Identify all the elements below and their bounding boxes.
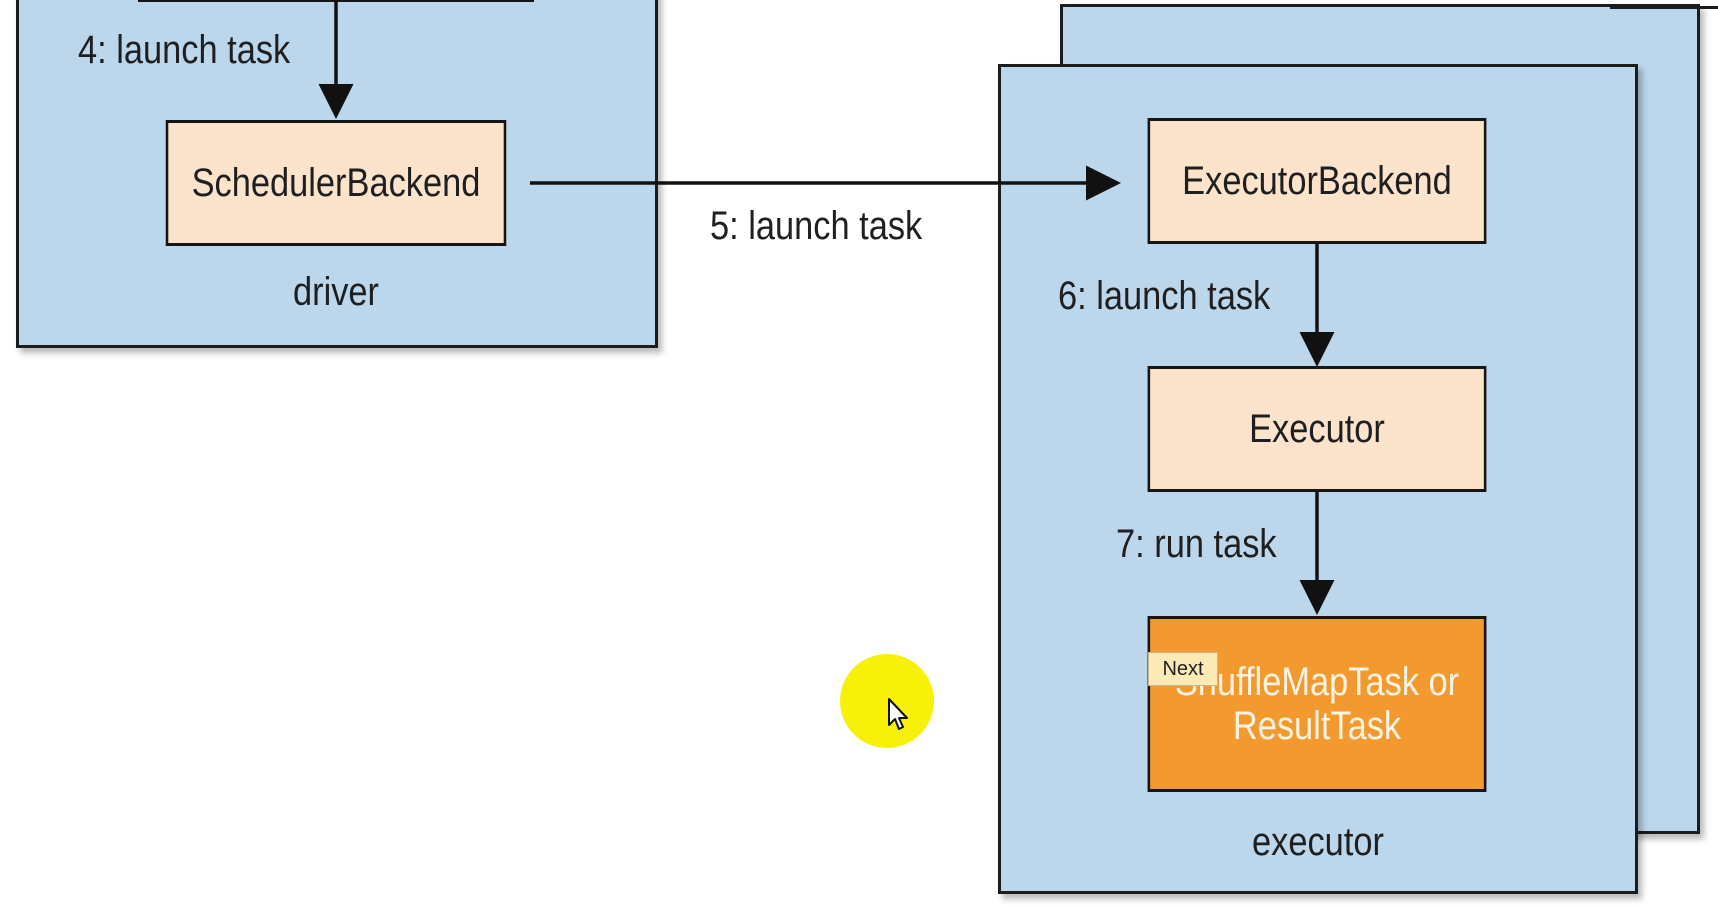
- mouse-pointer-icon: [888, 698, 908, 730]
- task-label-line1: ShuffleMapTask or: [1174, 660, 1460, 704]
- step4-label: 4: launch task: [78, 28, 291, 72]
- cursor-highlight: [840, 654, 934, 748]
- driver-label: driver: [292, 270, 380, 314]
- step6-label: 6: launch task: [1058, 274, 1271, 318]
- executor-label: Executor: [1249, 407, 1385, 451]
- executor-label-caption: executor: [1252, 820, 1384, 864]
- task-label-line2: ResultTask: [1232, 704, 1402, 748]
- scheduler-backend-label: SchedulerBackend: [191, 161, 481, 205]
- executor-backend-label: ExecutorBackend: [1182, 159, 1452, 203]
- step7-label: 7: run task: [1116, 522, 1277, 566]
- scheduler-backend-box: SchedulerBackend: [165, 120, 507, 246]
- step5-label: 5: launch task: [710, 204, 923, 248]
- executor-box: Executor: [1147, 366, 1487, 492]
- executor-panel-back-edge: [1610, 0, 1718, 9]
- executor-backend-box: ExecutorBackend: [1147, 118, 1487, 244]
- next-tooltip-label: Next: [1162, 657, 1204, 680]
- task-box: ShuffleMapTask or ResultTask: [1147, 616, 1487, 792]
- next-tooltip: Next: [1148, 652, 1218, 686]
